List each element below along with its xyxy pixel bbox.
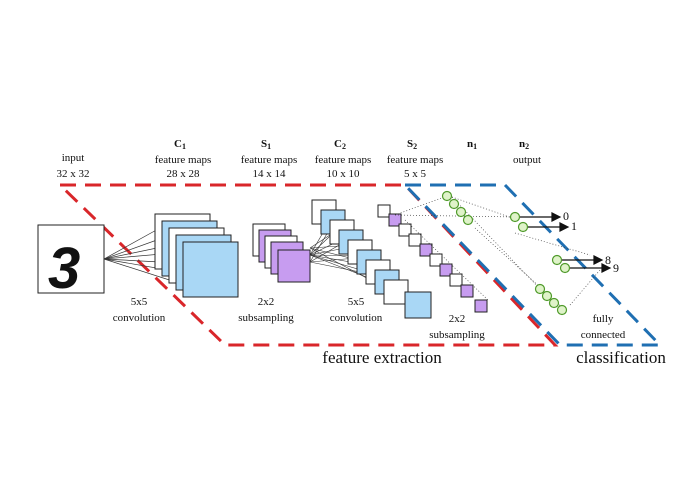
input-digit: 3 xyxy=(48,236,80,301)
feature-extraction-label: feature extraction xyxy=(322,348,442,367)
output-label-8: 8 xyxy=(605,253,611,267)
s2-subtitle: feature maps xyxy=(387,154,444,166)
s1-subtitle: feature maps xyxy=(241,154,298,166)
s2-size: 5 x 5 xyxy=(404,168,427,180)
s1-feature-maps xyxy=(252,223,311,283)
fc-label-line1: fully xyxy=(593,313,614,325)
input-image xyxy=(37,224,105,294)
classification-label: classification xyxy=(576,348,666,367)
input-size: 32 x 32 xyxy=(57,168,90,180)
c1-size: 28 x 28 xyxy=(167,168,201,180)
c1-title: C1 xyxy=(174,138,186,151)
output-label-1: 1 xyxy=(571,219,577,233)
n2-title: n2 xyxy=(519,138,529,151)
s1-size: 14 x 14 xyxy=(253,168,287,180)
c2-size: 10 x 10 xyxy=(327,168,361,180)
c2-title: C2 xyxy=(334,138,346,151)
c2-subtitle: feature maps xyxy=(315,154,372,166)
conv2-op: convolution xyxy=(330,312,383,324)
sub1-kernel: 2x2 xyxy=(258,296,275,308)
s1-title: S1 xyxy=(261,138,271,151)
s2-title: S2 xyxy=(407,138,417,151)
conv2-kernel: 5x5 xyxy=(348,296,365,308)
sub1-op: subsampling xyxy=(238,312,294,324)
output-label-9: 9 xyxy=(613,261,619,275)
output-label-0: 0 xyxy=(563,209,569,223)
c1-subtitle: feature maps xyxy=(155,154,212,166)
n2-neurons xyxy=(509,211,571,274)
n1-neurons xyxy=(441,190,568,316)
c1-feature-maps xyxy=(154,213,239,298)
conv1-op: convolution xyxy=(113,312,166,324)
n2-subtitle: output xyxy=(513,154,541,166)
fc-label-line2: connected xyxy=(581,329,626,341)
output-arrows xyxy=(520,212,612,273)
feature-extraction-boundary xyxy=(56,183,559,347)
conv1-kernel: 5x5 xyxy=(131,296,148,308)
input-title: input xyxy=(62,152,85,164)
s2-feature-maps xyxy=(377,204,488,313)
fc-connections xyxy=(394,195,601,311)
c2-feature-maps xyxy=(311,199,432,319)
n1-title: n1 xyxy=(467,138,477,151)
sub2-kernel: 2x2 xyxy=(449,313,466,325)
sub2-op: subsampling xyxy=(429,329,485,341)
